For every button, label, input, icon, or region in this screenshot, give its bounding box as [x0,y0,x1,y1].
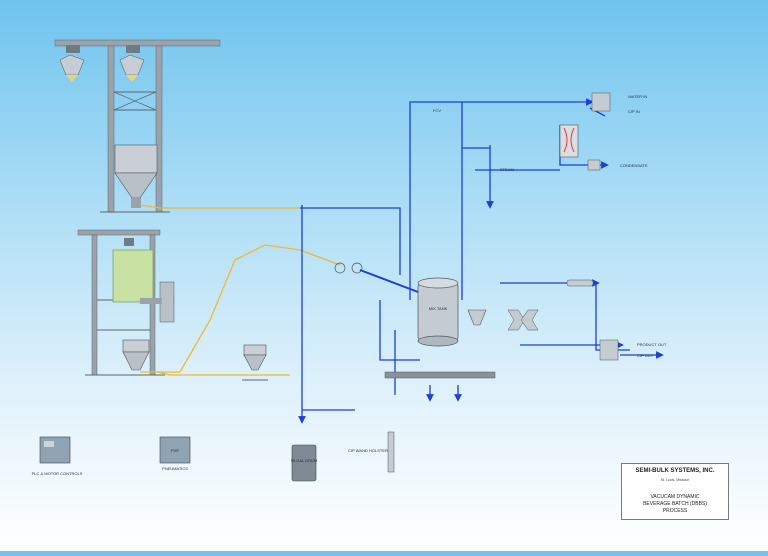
drum: 55 GAL DRUM [291,444,318,482]
company-name: SEMI-BULK SYSTEMS, INC. [635,468,715,474]
product-out-label: PRODUCT OUT [637,342,667,347]
cip-out-label: CIP OUT [637,353,654,358]
hoist-right [119,45,145,82]
plc-panel: PLC & MOTOR CONTROLS [32,436,83,476]
steam-trap [587,159,601,171]
pneumatics-panel: PVE PNEUMATICS [159,436,191,471]
process-piping [298,93,664,424]
heat-exchanger [559,124,579,158]
pve-label: PVE [171,448,179,453]
pump-loop [507,309,539,331]
powder-lines [139,204,341,376]
small-hopper [467,309,487,326]
water-manifold [591,92,611,112]
bulk-bag [112,238,154,303]
inlet-valves [334,262,419,293]
side-conveyor [140,281,175,323]
inline-filter [566,279,594,287]
company-location: St. Louis, Missouri [660,478,690,482]
mix-tank: MIX TANK [417,277,459,347]
lower-hopper [122,339,150,371]
drawing-title-2: BEVERAGE BATCH (DBBS) [643,501,707,507]
cip-in-label: CIP IN [628,109,640,114]
skid-base [384,371,496,379]
bag-unloader-frame [54,39,221,213]
drawing-title-3: PROCESS [662,508,688,514]
pneumatics-label: PNEUMATICS [162,466,188,471]
drawing-title-1: VACUCAM DYNAMIC [650,494,700,500]
outlet-manifold [599,339,619,361]
cone-hopper [242,344,268,381]
plc-label: PLC & MOTOR CONTROLS [32,471,83,476]
tank-label: MIX TANK [429,306,448,311]
upper-hopper [114,144,158,208]
condensate-label: CONDENSATE [620,163,648,168]
title-block: SEMI-BULK SYSTEMS, INC. St. Louis, Misso… [621,463,729,520]
hoist-left [59,45,85,82]
fcv-label: FCV [433,108,441,113]
water-in-label: WATER IN [628,94,647,99]
steam-label: STEAM [500,167,514,172]
wand-holster: CIP WAND HOLSTER [348,431,395,473]
drum-label: 55 GAL DRUM [291,458,318,463]
wand-label: CIP WAND HOLSTER [348,448,388,453]
